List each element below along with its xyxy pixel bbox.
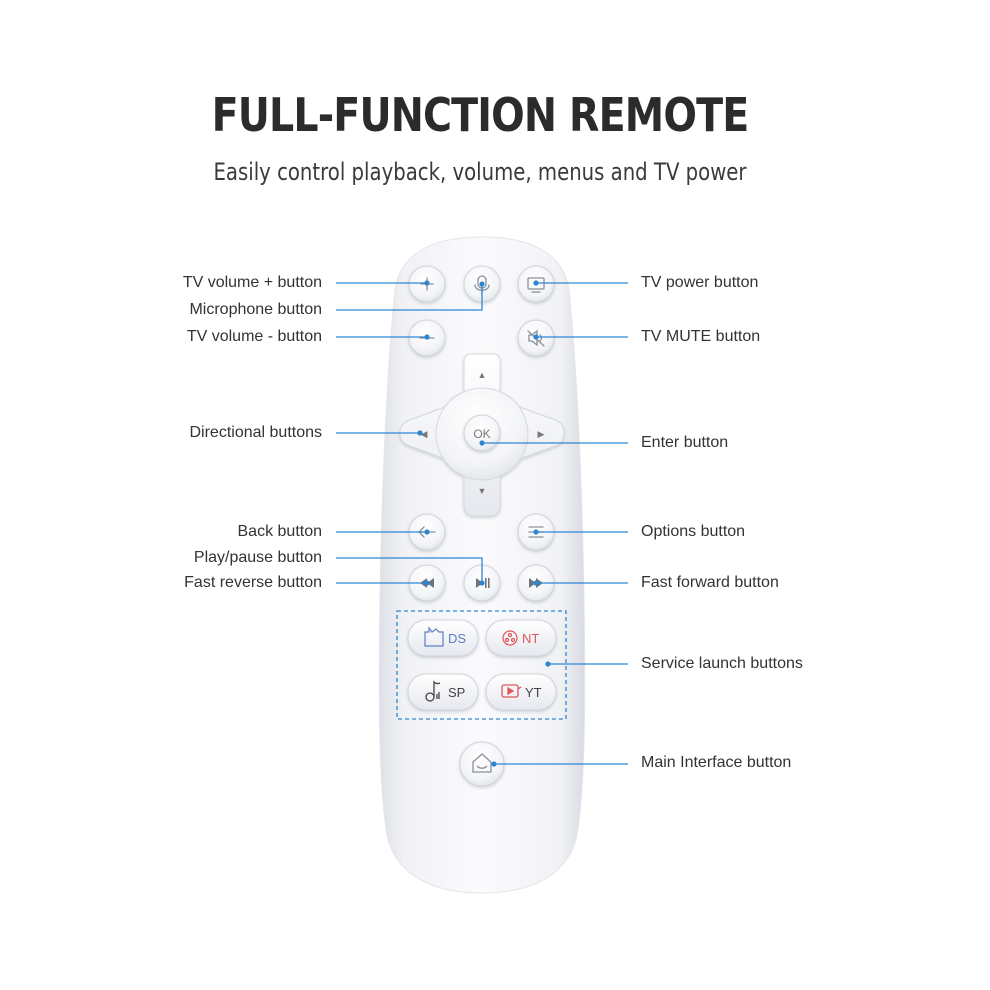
nt-button-label: NT — [522, 631, 539, 646]
yt-button-label: YT — [525, 685, 542, 700]
sp-music-note-icon — [425, 680, 441, 702]
label-main-interface: Main Interface button — [641, 754, 792, 771]
label-options: Options button — [641, 523, 746, 540]
dpad-down-arrow-icon: ▼ — [478, 486, 487, 496]
service-buttons-outline — [396, 610, 567, 720]
sp-button-label: SP — [448, 685, 465, 700]
label-play-pause: Play/pause button — [193, 549, 322, 566]
yt-play-icon — [501, 684, 522, 698]
ok-button[interactable] — [463, 414, 501, 452]
service-buttons — [407, 619, 557, 711]
label-fast-reverse: Fast reverse button — [184, 574, 322, 591]
label-directional: Directional buttons — [189, 424, 322, 441]
leader-dots — [417, 280, 551, 767]
leader-lines — [336, 282, 628, 765]
ds-castle-icon — [424, 626, 444, 647]
nt-reel-icon — [502, 630, 518, 646]
dpad-left-arrow-icon: ◀ — [421, 429, 428, 439]
page-subtitle: Easily control playback, volume, menus a… — [213, 158, 747, 186]
dpad-right-arrow-icon: ▶ — [538, 429, 545, 439]
ds-button-label: DS — [448, 631, 466, 646]
label-service-launch: Service launch buttons — [641, 655, 803, 672]
ok-button-label: OK — [473, 427, 490, 441]
home-icon — [472, 753, 492, 773]
label-tv-volume-up: TV volume + button — [182, 274, 322, 291]
label-tv-volume-down: TV volume - button — [186, 328, 322, 345]
round-buttons — [408, 265, 555, 787]
label-tv-mute: TV MUTE button — [641, 328, 761, 345]
label-microphone: Microphone button — [189, 301, 322, 318]
label-fast-forward: Fast forward button — [641, 574, 779, 591]
label-back: Back button — [237, 523, 323, 540]
dpad-up-arrow-icon: ▲ — [478, 370, 487, 380]
page-title: FULL-FUNCTION REMOTE — [211, 88, 750, 142]
label-enter: Enter button — [641, 434, 729, 451]
label-tv-power: TV power button — [641, 274, 759, 291]
